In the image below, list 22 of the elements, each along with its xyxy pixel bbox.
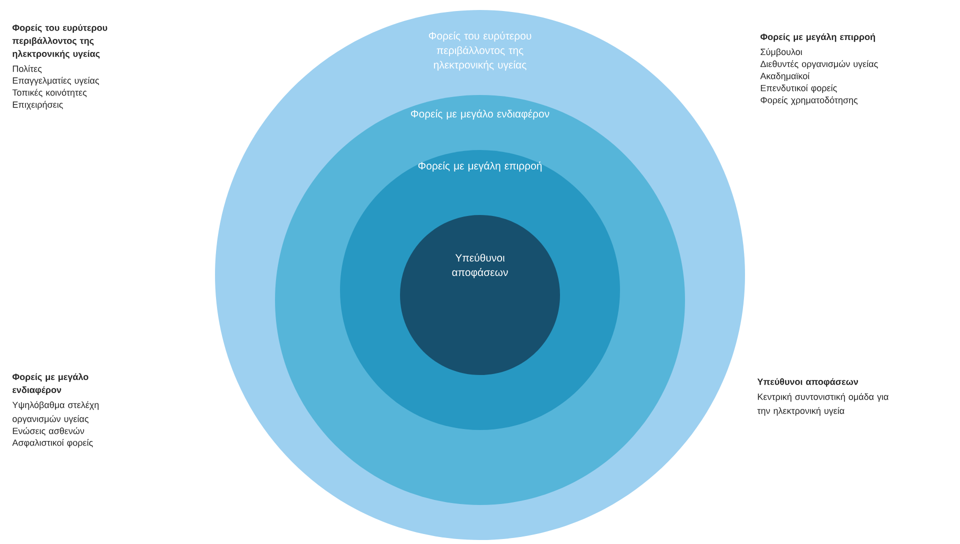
ring-circle <box>400 215 560 375</box>
list-item: Υψηλόβαθμα στελέχη οργανισμών υγείας <box>12 401 99 424</box>
ring-label: Υπεύθυνοι αποφάσεων <box>452 254 508 278</box>
block-heading: Φορείς του ευρύτερου περιβάλλοντος της ηλεκτρονικής υγείας <box>12 24 108 59</box>
list-item: Επαγγελματίες υγείας <box>12 76 99 86</box>
list-item: Επιχειρήσεις <box>12 100 63 110</box>
list-item: Ακαδημαϊκοί <box>760 72 810 81</box>
list-item: Κεντρική συντονιστική ομάδα για την ηλεκτρονική υγεία <box>757 393 888 416</box>
list-item: Σύμβουλοι <box>760 48 802 57</box>
list-item: Ασφαλιστικοί φορείς <box>12 439 93 448</box>
block-heading: Υπεύθυνοι αποφάσεων <box>757 378 858 387</box>
block-heading: Φορείς με μεγάλο ενδιαφέρον <box>12 373 88 395</box>
ring-label: Φορείς του ευρύτερου περιβάλλοντος της ηλεκτρονικής υγείας <box>428 32 532 71</box>
ring-label: Φορείς με μεγάλο ενδιαφέρον <box>411 110 550 120</box>
list-item: Τοπικές κοινότητες <box>12 88 87 98</box>
list-item: Πολίτες <box>12 65 42 74</box>
ring-label: Φορείς με μεγάλη επιρροή <box>418 162 542 172</box>
block-heading: Φορείς με μεγάλη επιρροή <box>760 33 875 42</box>
list-item: Ενώσεις ασθενών <box>12 427 84 436</box>
list-item: Επενδυτικοί φορείς <box>760 84 837 93</box>
list-item: Φορείς χρηματοδότησης <box>760 96 858 106</box>
list-item: Διεθυντές οργανισμών υγείας <box>760 60 878 69</box>
